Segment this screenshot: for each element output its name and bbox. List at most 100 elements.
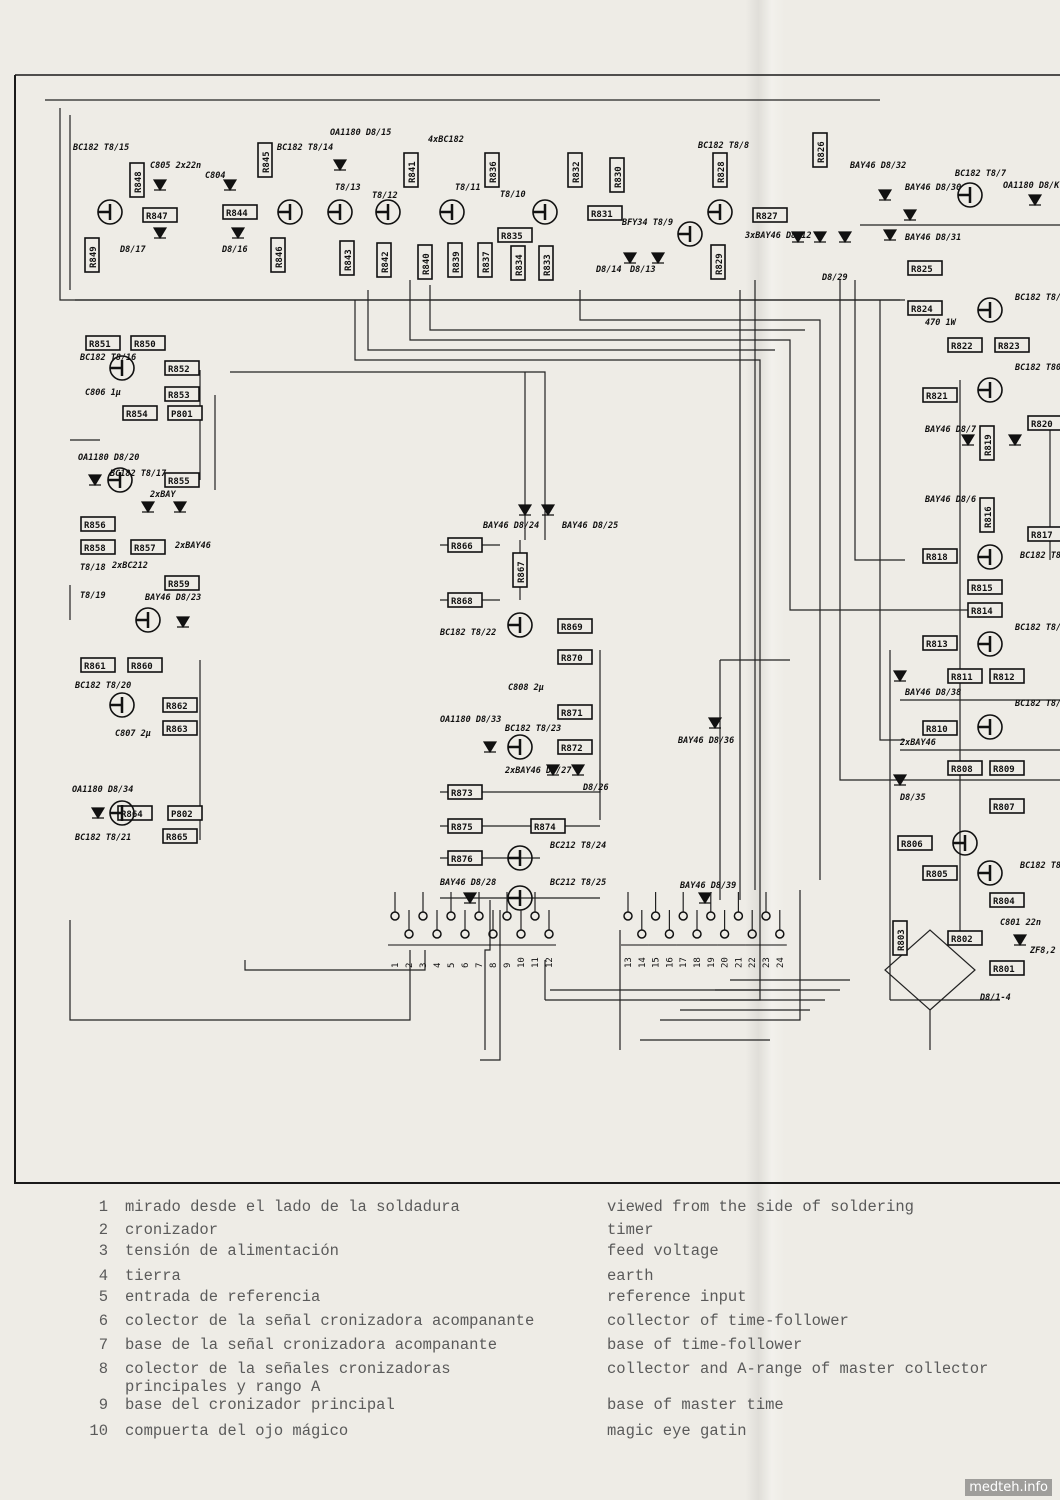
pin-number: 16 — [665, 957, 675, 968]
diode-symbol — [570, 764, 586, 777]
component-annotation: OA1180 D8/20 — [78, 453, 139, 463]
connector-left-pin-7: 7 — [472, 892, 486, 968]
transistor-symbol — [97, 199, 123, 225]
legend-spanish: base de la señal cronizadora acompanante — [125, 1336, 498, 1354]
resistor-label: R814 — [971, 607, 993, 617]
transistor-symbol — [977, 297, 1003, 323]
resistor-label: R818 — [926, 553, 948, 563]
component-annotation: OA1180 D8/33 — [440, 715, 501, 725]
connector-right-pin-13: 13 — [621, 892, 635, 968]
resistor-r857: R857 — [130, 539, 166, 555]
resistor-r869: R869 — [557, 618, 593, 634]
diode-symbol — [960, 434, 976, 447]
component-annotation: 3xBAY46 D8/12 — [744, 231, 812, 241]
resistor-label: R832 — [572, 161, 582, 183]
diode-symbol — [517, 504, 533, 517]
legend-spanish: base del cronizador principal — [125, 1396, 395, 1414]
diode-symbol — [1007, 434, 1023, 447]
component-annotation: BC182 T8/22 — [439, 628, 496, 638]
component-annotation: C804 — [205, 171, 225, 181]
resistor-label: R840 — [422, 253, 432, 275]
resistor-r876: R876 — [447, 850, 483, 866]
transistor-symbol — [507, 885, 533, 911]
resistor-r870: R870 — [557, 649, 593, 665]
pin-number: 20 — [721, 957, 731, 968]
connector-right-pin-14: 14 — [634, 910, 649, 968]
resistor-r839: R839 — [447, 242, 463, 278]
legend-english: base of time-follower — [607, 1336, 803, 1354]
wire — [480, 910, 501, 1061]
resistor-label: R847 — [146, 212, 168, 222]
transistor-symbol — [439, 199, 465, 225]
resistor-p801: P801 — [167, 405, 203, 421]
resistor-label: R842 — [381, 251, 391, 273]
component-annotation: BC182 T8/2 — [1019, 861, 1060, 871]
diode-symbol — [482, 741, 498, 754]
diode-symbol — [152, 179, 168, 192]
connector-left-pin-11: 11 — [528, 892, 542, 968]
wire — [354, 300, 761, 900]
legend-number: 7 — [98, 1336, 108, 1354]
resistor-r806: R806 — [897, 835, 933, 851]
resistor-label: P801 — [171, 410, 193, 420]
diode-symbol — [877, 189, 893, 202]
resistor-label: R844 — [226, 209, 248, 219]
component-annotation: 2xBAY46 D8/27 — [504, 766, 572, 776]
component-annotation: C807 2µ — [115, 729, 151, 739]
component-annotation: BC212 T8/24 — [549, 841, 606, 851]
component-annotation: BC182 T8/26 — [1014, 699, 1060, 709]
resistor-label: R872 — [561, 744, 583, 754]
resistor-r837: R837 — [477, 242, 493, 278]
diode-symbol — [222, 179, 238, 192]
connector-left-pin-1: 1 — [388, 892, 402, 968]
resistor-label: R841 — [408, 161, 418, 183]
resistor-label: R820 — [1031, 420, 1053, 430]
resistor-r846: R846 — [270, 237, 286, 273]
component-annotation: C805 2x22n — [150, 161, 201, 171]
connector-left-pin-10: 10 — [514, 910, 528, 968]
resistor-r820: R820 — [1027, 415, 1060, 431]
component-annotation: BAY46 D8/31 — [904, 233, 961, 243]
diode-symbol — [230, 227, 246, 240]
component-annotation: D8/29 — [821, 273, 848, 283]
component-annotation: BC182 T8/16 — [79, 353, 136, 363]
legend-number: 10 — [89, 1422, 108, 1440]
resistor-label: R843 — [344, 249, 354, 271]
diode-symbol — [332, 159, 348, 172]
resistor-label: R864 — [121, 810, 143, 820]
resistor-r847: R847 — [142, 207, 178, 223]
component-annotation: BAY46 D8/6 — [924, 495, 976, 505]
resistor-label: R868 — [451, 597, 473, 607]
pin-number: 3 — [419, 963, 429, 968]
resistor-label: R808 — [951, 765, 973, 775]
wire — [367, 290, 775, 351]
wire — [839, 280, 1060, 781]
transistor-symbol — [109, 692, 135, 718]
resistor-r845: R845 — [257, 142, 273, 178]
resistor-r804: R804 — [989, 892, 1025, 908]
connector-left-pin-3: 3 — [416, 892, 430, 968]
resistor-label: R858 — [84, 544, 106, 554]
resistor-label: R860 — [131, 662, 153, 672]
component-annotation: ZF8,2 — [1029, 946, 1056, 956]
resistor-label: R821 — [926, 392, 948, 402]
pin-number: 2 — [405, 963, 415, 968]
resistor-r825: R825 — [907, 260, 943, 276]
resistor-label: R805 — [926, 870, 948, 880]
resistor-r868: R868 — [447, 592, 483, 608]
resistor-label: R863 — [166, 725, 188, 735]
resistor-r834: R834 — [510, 245, 526, 281]
resistor-label: R865 — [166, 833, 188, 843]
legend-spanish: tierra — [125, 1267, 181, 1285]
connector-right-pin-24: 24 — [772, 910, 787, 968]
resistor-r801: R801 — [989, 960, 1025, 976]
pin-number: 13 — [624, 957, 634, 968]
component-annotation: T8/19 — [80, 591, 106, 601]
resistor-r807: R807 — [989, 798, 1025, 814]
pin-number: 24 — [776, 957, 786, 968]
component-annotation: BC182 T8/14 — [276, 143, 333, 153]
component-annotation: BAY46 D8/28 — [439, 878, 496, 888]
resistor-label: R861 — [84, 662, 106, 672]
